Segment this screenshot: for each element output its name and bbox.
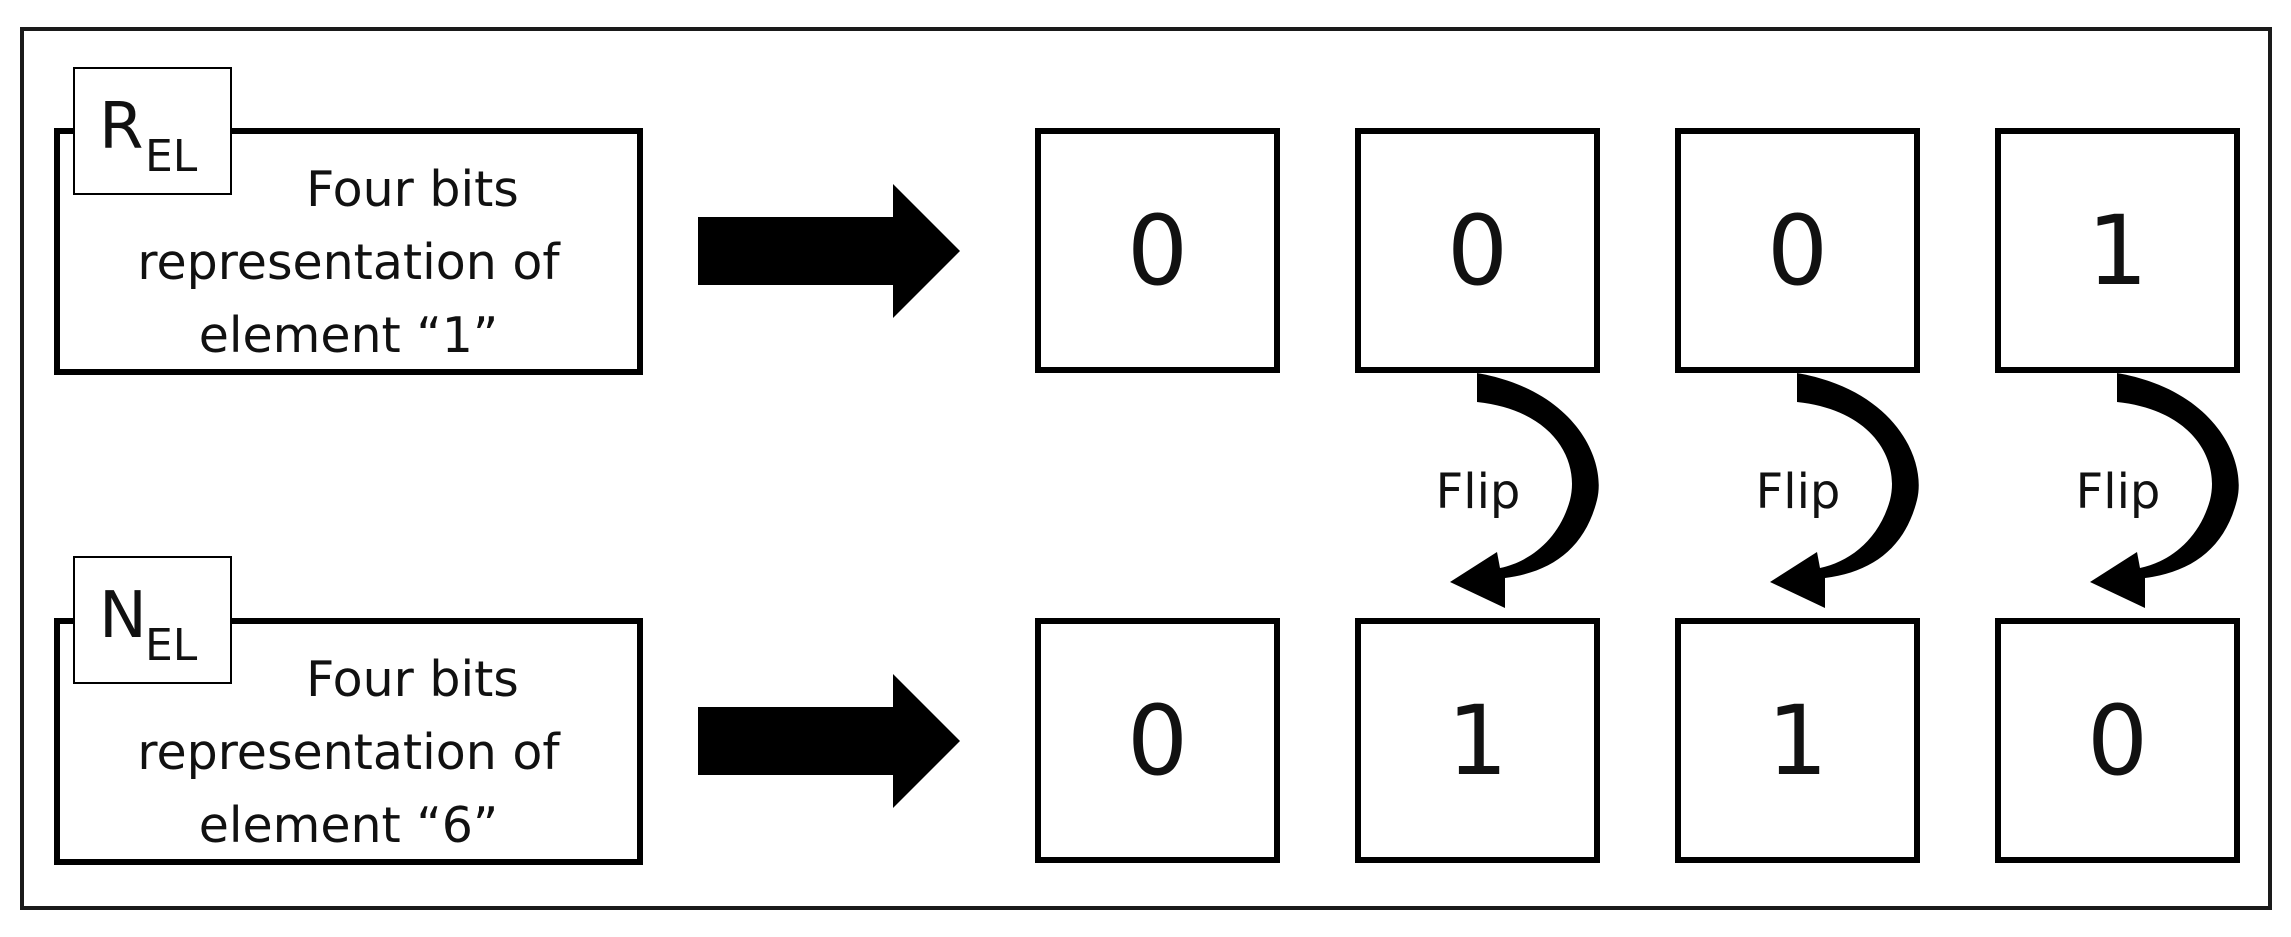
n-el-bit-2: 1 [1355,618,1600,863]
r-el-bit-2: 0 [1355,128,1600,373]
n-el-bit-4: 0 [1995,618,2240,863]
right-arrow-icon [698,184,960,318]
bit-value: 0 [1126,684,1189,797]
description-line: element “6” [198,797,499,854]
bit-value: 0 [1446,194,1509,307]
flip-label-2: Flip [1435,464,1521,520]
bit-value: 0 [1126,194,1189,307]
description-line: representation of [137,724,560,781]
n-el-tag: N EL [73,556,232,684]
bit-value: 1 [2086,194,2149,307]
description-line: Four bits [306,161,519,218]
tag-subscript: EL [145,620,198,671]
tag-letter: N [99,579,147,653]
flip-label-4: Flip [2075,464,2161,520]
r-el-tag: R EL [73,67,232,195]
bit-value: 1 [1766,684,1829,797]
n-el-bit-3: 1 [1675,618,1920,863]
description-line: element “1” [198,307,499,364]
flip-arrow-icon [1770,373,1919,608]
description-line: representation of [137,234,560,291]
tag-letter: R [99,90,144,164]
flip-label-3: Flip [1755,464,1841,520]
description-line: Four bits [306,651,519,708]
flip-arrow-icon [1450,373,1599,608]
r-el-bit-3: 0 [1675,128,1920,373]
bit-value: 0 [1766,194,1829,307]
right-arrow-icon [698,674,960,808]
bit-value: 0 [2086,684,2149,797]
n-el-bit-1: 0 [1035,618,1280,863]
bit-value: 1 [1446,684,1509,797]
r-el-bit-1: 0 [1035,128,1280,373]
flip-arrow-icon [2090,373,2239,608]
tag-subscript: EL [145,131,198,182]
r-el-bit-4: 1 [1995,128,2240,373]
